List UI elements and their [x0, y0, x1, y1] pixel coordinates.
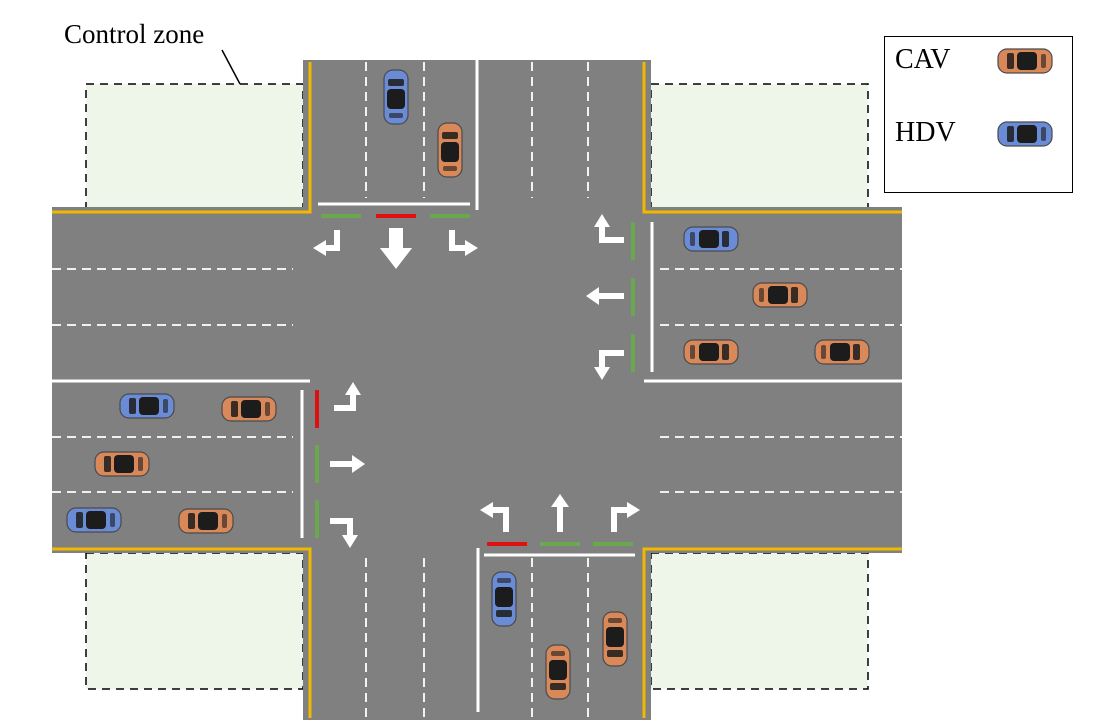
- cav-car-icon: [178, 508, 234, 534]
- road-edge-lines: [52, 62, 902, 718]
- arrow-east-straight-icon: [586, 287, 624, 305]
- cav-car-icon: [602, 611, 628, 667]
- hdv-car-icon: [383, 69, 409, 125]
- cav-car-icon: [683, 339, 739, 365]
- legend-hdv-label: HDV: [895, 117, 956, 148]
- control-zone-corners: [85, 83, 869, 690]
- legend: CAV HDV: [884, 36, 1073, 193]
- arrow-south-straight-icon: [551, 494, 569, 532]
- legend-swatches: [997, 48, 1053, 147]
- arrow-south-right-icon: [611, 502, 640, 532]
- arrow-west-left-icon: [334, 382, 361, 411]
- arrow-east-right-icon: [594, 350, 624, 380]
- cav-car-icon: [752, 282, 808, 308]
- arrow-south-left-icon: [480, 502, 509, 532]
- signal-bars: [315, 214, 635, 546]
- hdv-car-icon: [491, 571, 517, 627]
- legend-hdv-car-icon: [997, 121, 1053, 147]
- arrow-east-left-icon: [594, 214, 624, 243]
- control-zone-leader: [221, 49, 241, 85]
- lane-dashes: [52, 62, 902, 718]
- hdv-car-icon: [119, 393, 175, 419]
- arrow-north-right-icon: [449, 230, 478, 256]
- arrow-north-straight-icon: [386, 231, 406, 264]
- arrow-west-straight-icon: [330, 455, 365, 473]
- solid-lines: [52, 60, 902, 712]
- control-zone-label: Control zone: [64, 19, 205, 49]
- cav-car-icon: [814, 339, 870, 365]
- cav-car-icon: [545, 644, 571, 700]
- turn-arrows: [313, 214, 640, 548]
- cav-car-icon: [221, 396, 277, 422]
- hdv-car-icon: [66, 507, 122, 533]
- arrow-west-right-icon: [330, 518, 358, 548]
- cav-car-icon: [437, 122, 463, 178]
- legend-cav-label: CAV: [895, 44, 951, 75]
- cav-car-icon: [94, 451, 150, 477]
- arrow-north-left-icon: [313, 230, 340, 256]
- hdv-car-icon: [683, 226, 739, 252]
- legend-cav-car-icon: [997, 48, 1053, 74]
